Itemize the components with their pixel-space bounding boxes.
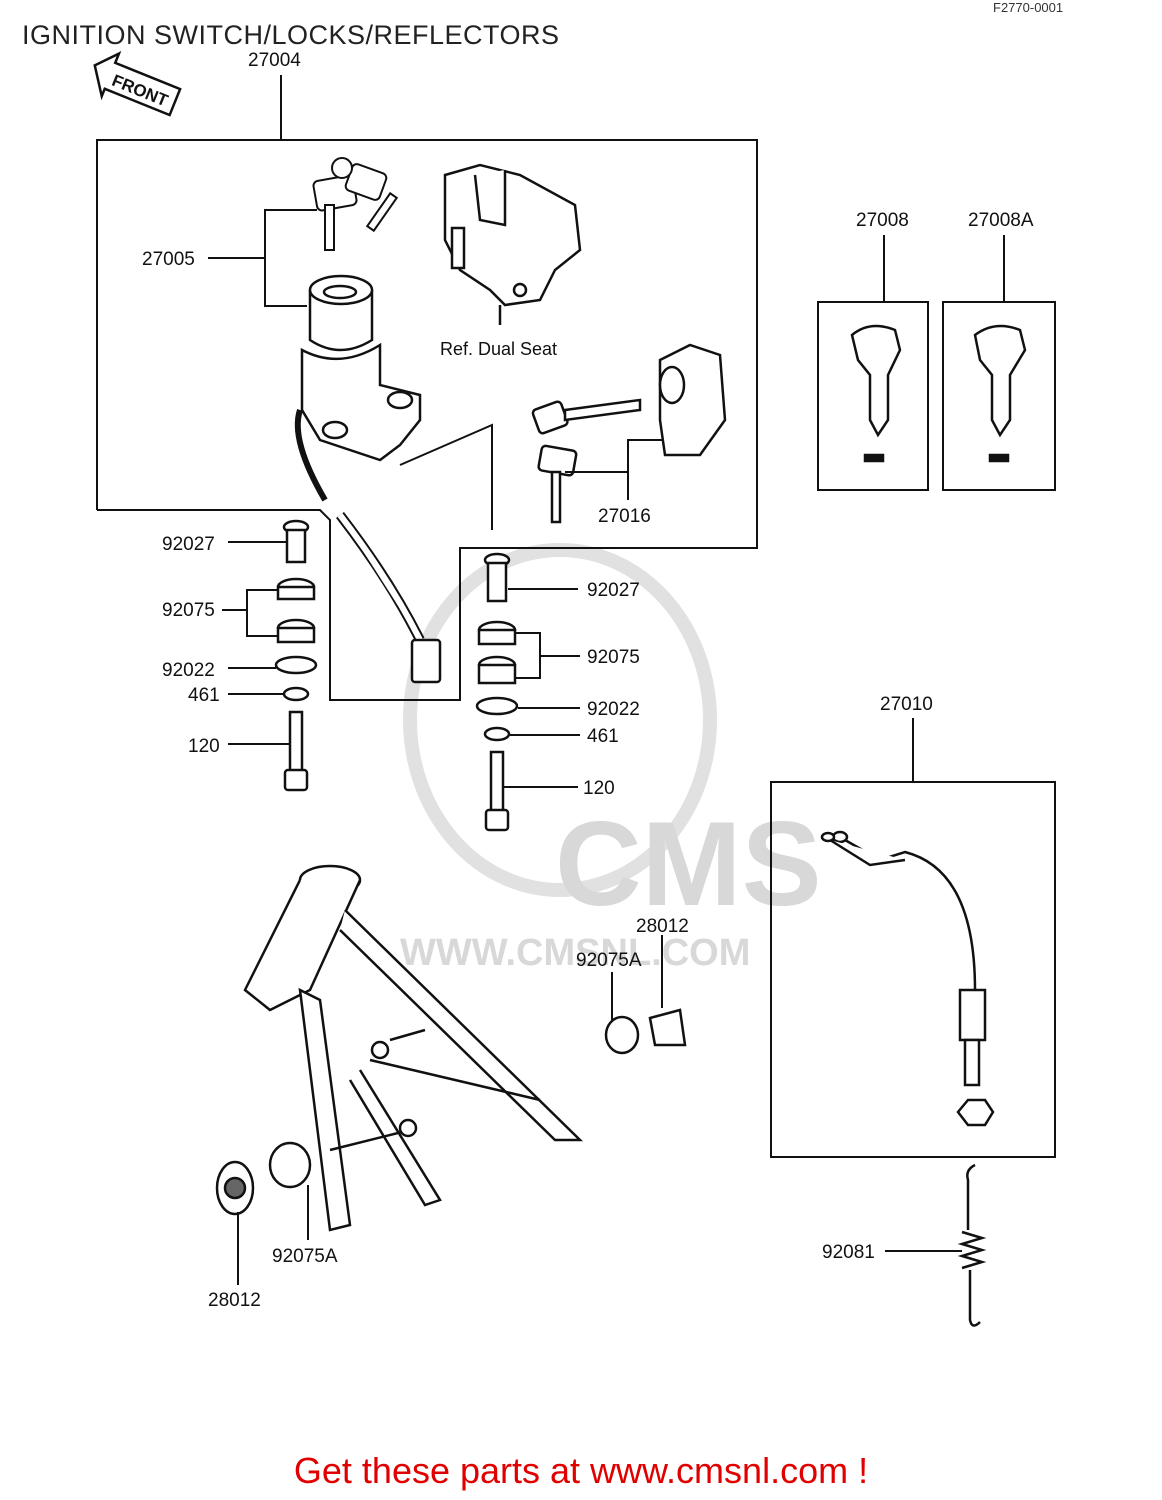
left-leaders [222,541,289,745]
label-92075-left: 92075 [162,600,215,621]
label-27008A: 27008A [968,210,1034,231]
watermark-logo: CMS [555,797,822,931]
label-120-left: 120 [188,736,220,757]
ref-dual-seat: Ref. Dual Seat [440,339,557,359]
label-27004: 27004 [248,50,301,71]
label-92075A-lower: 92075A [272,1246,338,1267]
label-120-right: 120 [583,778,615,799]
footer-parts-link[interactable]: Get these parts at www.cmsnl.com ! [293,1450,869,1491]
spring-icon [957,1163,987,1327]
reflector-leaders [237,935,663,1285]
seat-lock-icon [443,163,582,325]
key-pair-icon [312,157,399,251]
cms-watermark: CMS WWW.CMSNL.COM [400,543,822,974]
label-92075-right: 92075 [587,647,640,668]
brake-switch-icon [820,830,995,1127]
left-hardware-stack [274,519,318,792]
front-label: FRONT [109,71,171,111]
label-92027-left: 92027 [162,534,215,555]
label-27005: 27005 [142,249,195,270]
label-92075A-upper: 92075A [576,950,642,971]
figure-code: F2770-0001 [993,0,1064,15]
frame-head-icon [243,864,584,1232]
kit-27004-frame [96,75,758,701]
helmet-lock-icon [531,343,727,524]
kit-27010-frame [770,718,1056,1158]
right-leaders [504,588,580,788]
watermark-url: WWW.CMSNL.COM [400,932,750,974]
label-27010: 27010 [880,694,933,715]
label-92027-right: 92027 [587,580,640,601]
label-92022-left: 92022 [162,660,215,681]
label-27016: 27016 [598,506,651,527]
label-461-right: 461 [587,726,619,747]
label-27008: 27008 [856,210,909,231]
label-92081: 92081 [822,1242,875,1263]
page-title: IGNITION SWITCH/LOCKS/REFLECTORS [22,20,560,50]
reflector-icon [215,1008,687,1216]
label-461-left: 461 [188,685,220,706]
label-28012-upper: 28012 [636,916,689,937]
blank-key-27008-box [817,235,1056,491]
blank-key-icon [850,324,1027,463]
front-arrow-icon: FRONT [93,51,182,117]
ignition-switch-icon [294,274,442,684]
right-hardware-stack [475,552,519,832]
label-92022-right: 92022 [587,699,640,720]
label-28012-lower: 28012 [208,1290,261,1311]
